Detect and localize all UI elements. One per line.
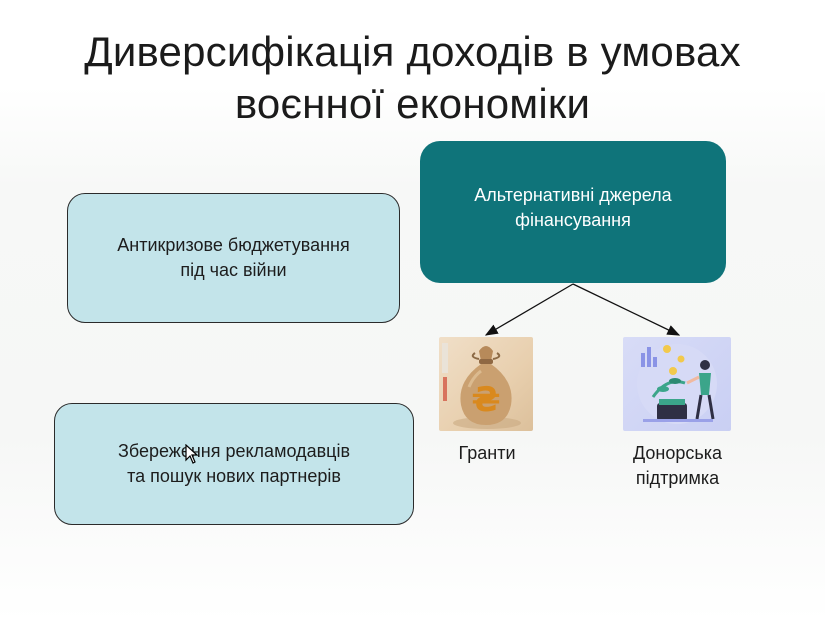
advertisers-partners-box: Збереження рекламодавців та пошук нових …: [54, 403, 414, 525]
mouse-cursor-icon: [185, 444, 199, 464]
slide-title: Диверсифікація доходів в умовах воєнної …: [20, 26, 805, 130]
arrow-to-grants: [484, 283, 574, 336]
advertisers-box-line-2: та пошук нових партнерів: [127, 466, 341, 486]
alternative-financing-box: Альтернативні джерела фінансування: [420, 141, 726, 283]
advertisers-box-line-1: Збереження рекламодавців: [117, 441, 351, 461]
money-bag-hryvnia-icon: ₴: [439, 337, 533, 431]
slide-title-line-1: Диверсифікація доходів в умовах: [84, 28, 741, 75]
arrow-to-donor: [572, 283, 681, 336]
donor-support-illustration-icon: [623, 337, 731, 431]
donor-label-line-1: Донорська: [632, 443, 723, 463]
slide-title-line-2: воєнної економіки: [234, 80, 591, 127]
anti-crisis-budgeting-box: Антикризове бюджетування під час війни: [67, 193, 400, 323]
anti-crisis-box-line-1: Антикризове бюджетування: [117, 235, 350, 255]
anti-crisis-box-line-2: під час війни: [180, 260, 287, 280]
alternative-box-line-2: фінансування: [515, 210, 631, 230]
grants-label: Гранти: [458, 443, 516, 463]
alternative-box-line-1: Альтернативні джерела: [474, 185, 672, 205]
svg-text:₴: ₴: [471, 380, 500, 420]
donor-label-line-2: підтримка: [635, 468, 720, 488]
donor-support-label: Донорська підтримка: [610, 441, 745, 491]
